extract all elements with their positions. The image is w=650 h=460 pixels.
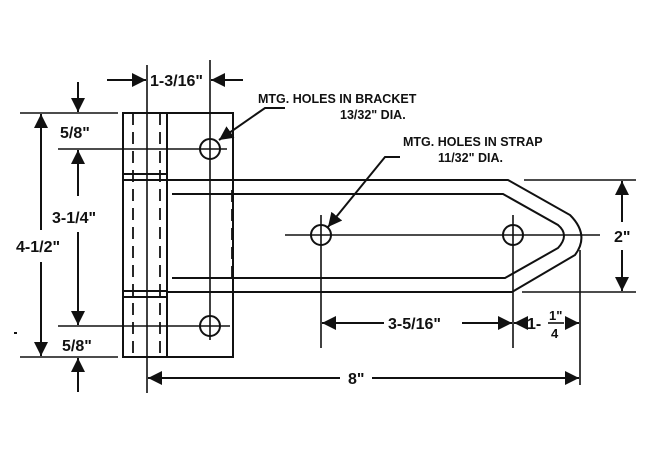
dim-strap-width: 2" [522,179,636,293]
callout-dia: 11/32" DIA. [438,151,503,165]
dim-text: 5/8" [62,338,92,355]
callout-title: MTG. HOLES IN BRACKET [258,92,417,106]
dim-bracket-width: 1-3/16" [107,73,243,90]
bracket [122,65,234,393]
dim-text: 5/8" [60,125,90,142]
dim-text: 4-1/2" [16,239,60,256]
dim-overall-length: 8" [148,371,579,388]
callout-strap-holes: MTG. HOLES IN STRAP 11/32" DIA. [327,135,543,228]
dim-text: 1- [527,316,541,333]
dim-text: 1-3/16" [150,73,203,90]
dim-overall-height: 4-1/2" [16,114,60,356]
dim-strap-hole-spacing: 3-5/16" [322,316,512,333]
dim-text: 3-5/16" [388,316,441,333]
dim-text: 8" [348,371,364,388]
dim-text: 3-1/4" [52,210,96,227]
dim-top-offset: 5/8" [60,82,90,142]
callout-dia: 13/32" DIA. [340,108,406,122]
callout-bracket-holes: MTG. HOLES IN BRACKET 13/32" DIA. [218,92,417,141]
callout-title: MTG. HOLES IN STRAP [403,135,543,149]
dim-text: 2" [614,229,630,246]
dim-tip-offset: 1- 1" 4 [514,308,579,341]
dim-text: 1" [549,308,562,323]
dim-text: 4 [551,326,559,341]
dim-bottom-offset: 5/8" [62,338,92,392]
bracket-holes [58,60,230,340]
strap [167,179,600,385]
dim-bracket-hole-spacing: 3-1/4" [52,150,96,325]
